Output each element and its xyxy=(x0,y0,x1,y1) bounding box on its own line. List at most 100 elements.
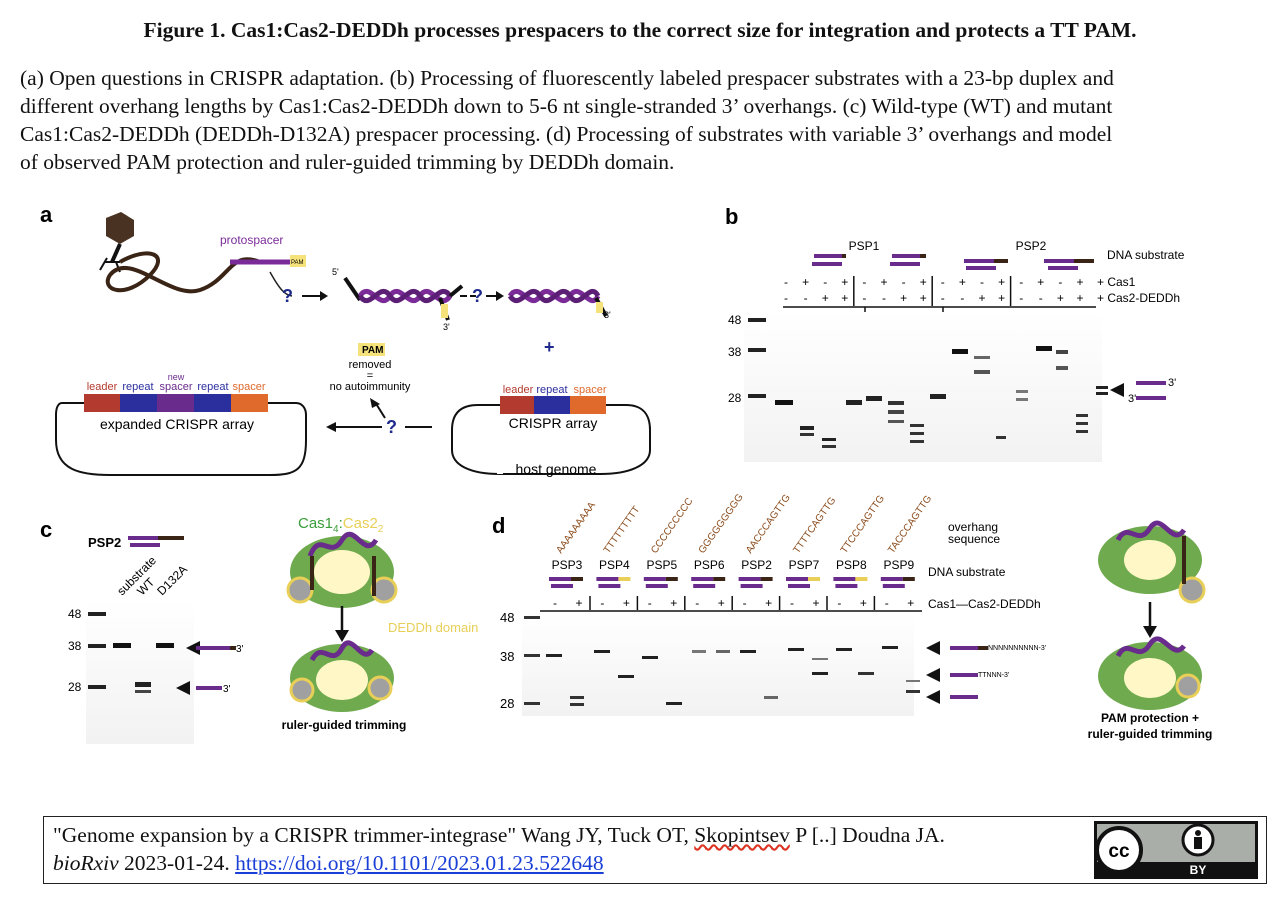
substrate-name: PSP2 xyxy=(741,558,772,572)
overhang-label: overhang xyxy=(948,520,998,534)
gel-b xyxy=(744,312,1102,462)
question-mark-3: ? xyxy=(386,417,397,437)
three-prime-label-b: 3' xyxy=(604,310,611,320)
phage-dna-strand xyxy=(105,251,290,294)
marker-38: 38 xyxy=(728,345,742,359)
new-label: new xyxy=(168,372,185,382)
cas2-sign: - xyxy=(882,291,886,305)
no-autoimmunity-label: no autoimmunity xyxy=(330,381,411,393)
marker-38-c: 38 xyxy=(68,639,82,653)
gel-b-bands xyxy=(748,318,1108,448)
gel-d-bands xyxy=(524,616,920,706)
cas-sign: + xyxy=(907,596,914,610)
panel-b-label: b xyxy=(725,204,738,229)
host-genome-label: host genome xyxy=(516,461,597,477)
crispr-array-label: CRISPR array xyxy=(509,415,598,431)
cas2-sign: + xyxy=(900,291,907,305)
caption-line: Cas1:Cas2-DEDDh (DEDDh-D132A) prespacer … xyxy=(20,122,1113,146)
cas1-sign: + xyxy=(959,275,966,289)
phage-icon xyxy=(99,212,134,273)
protospacer-label: protospacer xyxy=(220,233,283,247)
cas-sign: - xyxy=(695,596,699,610)
overhang-seq: CCCCCCCCC xyxy=(649,496,695,556)
cas-label-d: Cas1—Cas2-DEDDh xyxy=(928,597,1041,611)
substrate-icons xyxy=(812,254,1094,270)
deddh-domain-label: DEDDh domain xyxy=(388,620,478,635)
substrate-strand xyxy=(551,584,573,588)
three-prime-bottom: 3' xyxy=(1128,393,1136,405)
arrow-n-label: NNNNNNNNNN-3' xyxy=(988,645,1046,652)
pam-protection-model: PAM protection + ruler-guided trimming xyxy=(1088,520,1212,741)
author-flagged: Skopintsev xyxy=(694,823,790,847)
overhang-seq: AAAAAAAAA xyxy=(554,500,598,556)
cas1-sign: - xyxy=(980,275,984,289)
caption-line: (a) Open questions in CRISPR adaptation.… xyxy=(20,66,1114,90)
cas1-sign: + xyxy=(998,275,1005,289)
substrate-overhang xyxy=(665,577,678,581)
cc-text: cc xyxy=(1108,841,1130,862)
substrate-name: PSP8 xyxy=(836,558,867,572)
cas1-sign: - xyxy=(862,275,866,289)
substrate-strand xyxy=(740,584,763,588)
marker-48-d: 48 xyxy=(500,610,514,625)
cas2-sign: + xyxy=(978,291,985,305)
cas2-sign: - xyxy=(941,291,945,305)
pub-date: 2023-01-24. xyxy=(118,851,236,875)
repeat-label: repeat xyxy=(122,381,153,393)
cas1-sign: + xyxy=(880,275,887,289)
substrate-strand xyxy=(691,577,714,581)
cc-icon xyxy=(1095,826,1143,874)
cas2-sign: + xyxy=(822,291,829,305)
cas1-sign: - xyxy=(1058,275,1062,289)
arrow-ttnnn-label: TTNNN-3' xyxy=(978,672,1009,679)
marker-28-c: 28 xyxy=(68,680,82,694)
substrate-strand xyxy=(596,577,619,581)
cas-sign: - xyxy=(837,596,841,610)
substrate-strand xyxy=(549,577,571,581)
cas-sign: + xyxy=(670,596,677,610)
cas-sign: - xyxy=(600,596,604,610)
paper-title: "Genome expansion by a CRISPR trimmer-in… xyxy=(53,823,517,847)
marker-28-d: 28 xyxy=(500,696,514,711)
substrate-strand xyxy=(786,577,808,581)
doi-link[interactable]: https://doi.org/10.1101/2023.01.23.52264… xyxy=(235,851,604,875)
cas1-sign: + xyxy=(920,275,927,289)
cc-by-license-badge[interactable]: cc BY xyxy=(1094,821,1258,879)
substrate-name: PSP6 xyxy=(694,558,725,572)
cas-sign: - xyxy=(790,596,794,610)
repeat-label-2: repeat xyxy=(197,381,228,393)
substrate-overhang xyxy=(618,577,631,581)
expanded-crispr-array: leader repeat new spacer repeat spacer e… xyxy=(55,372,307,476)
citation-text: "Genome expansion by a CRISPR trimmer-in… xyxy=(53,821,945,877)
cas-sign: - xyxy=(553,596,557,610)
cas1-sign: + xyxy=(1037,275,1044,289)
caption-line: different overhang lengths by Cas1:Cas2-… xyxy=(20,94,1113,118)
three-prime-c-b: 3' xyxy=(223,684,231,695)
cas1-sign: + xyxy=(1076,275,1083,289)
substrate-strand xyxy=(598,584,621,588)
substrate-overhang xyxy=(855,577,868,581)
substrate-strand xyxy=(835,584,858,588)
marker-28: 28 xyxy=(728,391,742,405)
cas2-sign: - xyxy=(804,291,808,305)
substrate-overhang xyxy=(760,577,773,581)
overhang-seq: TTCCCAGTTG xyxy=(839,493,887,555)
substrate-name: PSP5 xyxy=(646,558,677,572)
cas2-sign: + xyxy=(998,291,1005,305)
overhang-seq: AACCCAGTTG xyxy=(744,492,793,555)
expanded-array-label: expanded CRISPR array xyxy=(100,416,254,432)
cas-sign: + xyxy=(575,596,582,610)
three-prime-label: 3' xyxy=(443,322,450,332)
cas2-sign: - xyxy=(1039,291,1043,305)
substrate-strand xyxy=(880,577,903,581)
by-text: BY xyxy=(1190,863,1207,877)
question-mark-2: ? xyxy=(472,286,483,306)
gel-c xyxy=(86,600,194,744)
substrate-strand xyxy=(882,584,905,588)
cas1-sign: - xyxy=(823,275,827,289)
psp2-label-c: PSP2 xyxy=(88,535,121,550)
leader-label-b: leader xyxy=(503,384,534,396)
dna-substrate-label: DNA substrate xyxy=(1107,248,1185,262)
